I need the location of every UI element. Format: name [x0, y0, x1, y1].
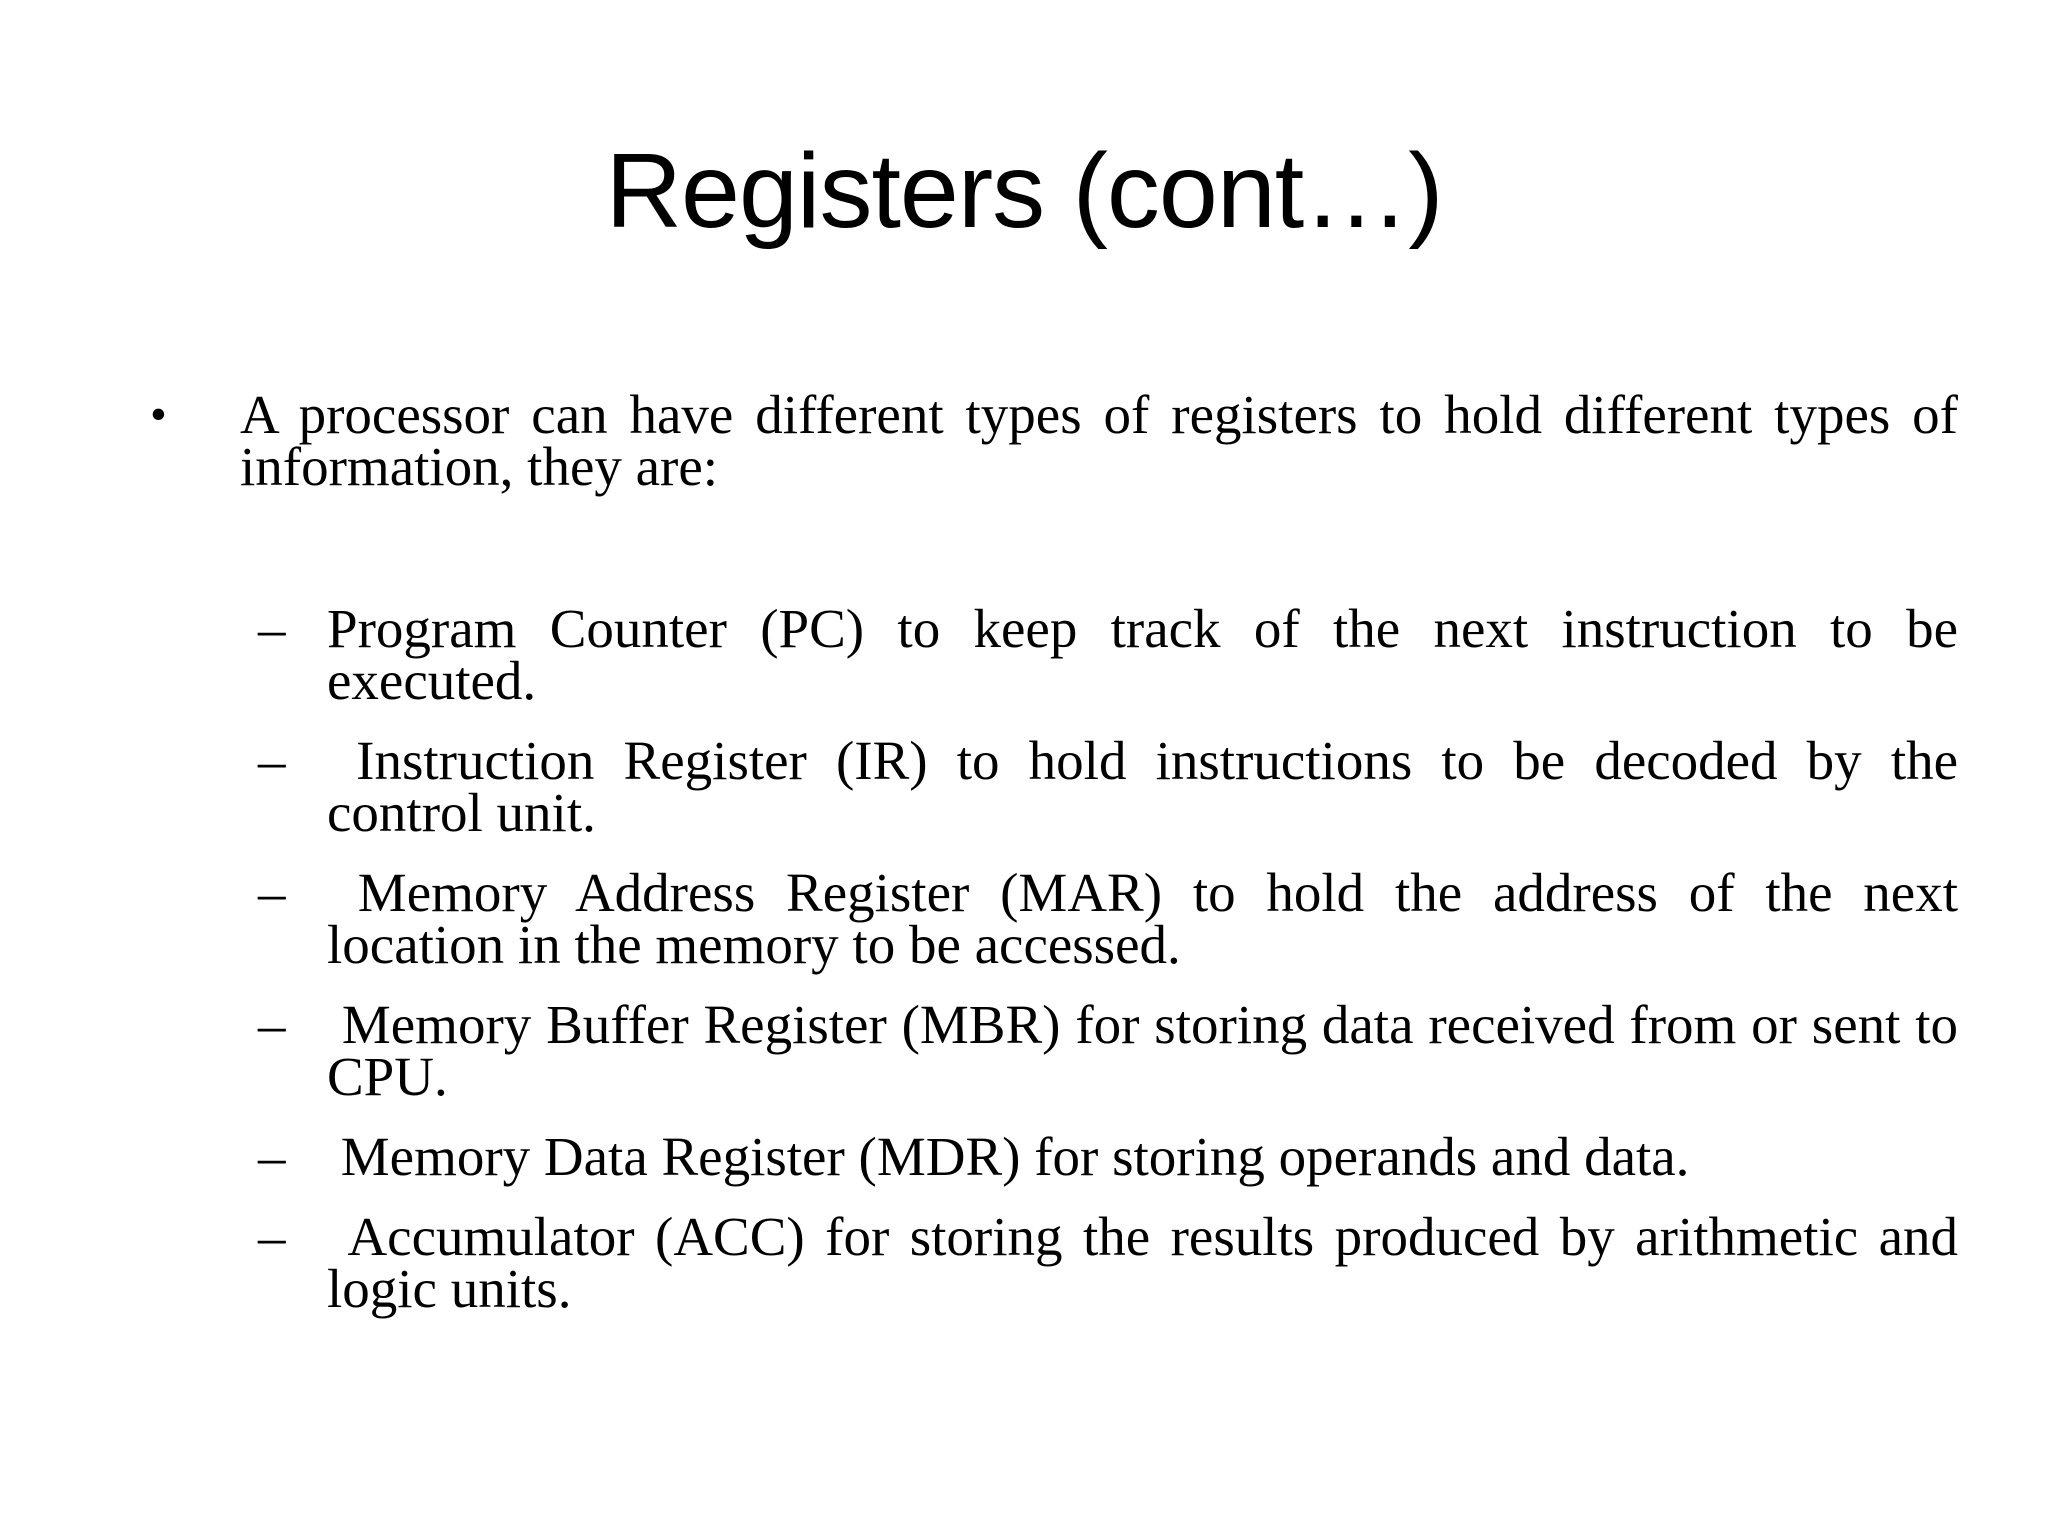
register-item-mbr: – Memory Buffer Register (MBR) for stori… — [0, 994, 1972, 1108]
register-item-text: Memory Address Register (MAR) to hold th… — [327, 862, 1972, 976]
intro-text: A processor can have different types of … — [240, 384, 1972, 498]
register-item-text: Instruction Register (IR) to hold instru… — [327, 730, 1972, 844]
dash-bullet-icon: – — [258, 862, 286, 924]
slide-title: Registers (cont…) — [605, 132, 1443, 250]
register-item-pc: – Program Counter (PC) to keep track of … — [0, 598, 1972, 712]
register-item-text: Accumulator (ACC) for storing the result… — [327, 1206, 1972, 1320]
register-item-ir: – Instruction Register (IR) to hold inst… — [0, 730, 1972, 844]
dash-bullet-icon: – — [258, 1126, 286, 1188]
dash-bullet-icon: – — [258, 598, 286, 660]
register-item-text: Memory Data Register (MDR) for storing o… — [327, 1126, 1690, 1188]
register-item-text: Memory Buffer Register (MBR) for storing… — [327, 994, 1972, 1108]
register-item-text: Program Counter (PC) to keep track of th… — [327, 598, 1972, 712]
register-item-mdr: – Memory Data Register (MDR) for storing… — [0, 1126, 1958, 1188]
register-item-mar: – Memory Address Register (MAR) to hold … — [0, 862, 1972, 976]
intro-bullet: • A processor can have different types o… — [0, 384, 1972, 498]
dash-bullet-icon: – — [258, 1206, 286, 1268]
slide-body: • A processor can have different types o… — [0, 384, 2048, 1320]
dash-bullet-icon: – — [258, 994, 286, 1056]
bullet-dot-icon: • — [150, 388, 167, 442]
register-list: – Program Counter (PC) to keep track of … — [0, 598, 2048, 1320]
dash-bullet-icon: – — [258, 730, 286, 792]
register-item-acc: – Accumulator (ACC) for storing the resu… — [0, 1206, 1972, 1320]
